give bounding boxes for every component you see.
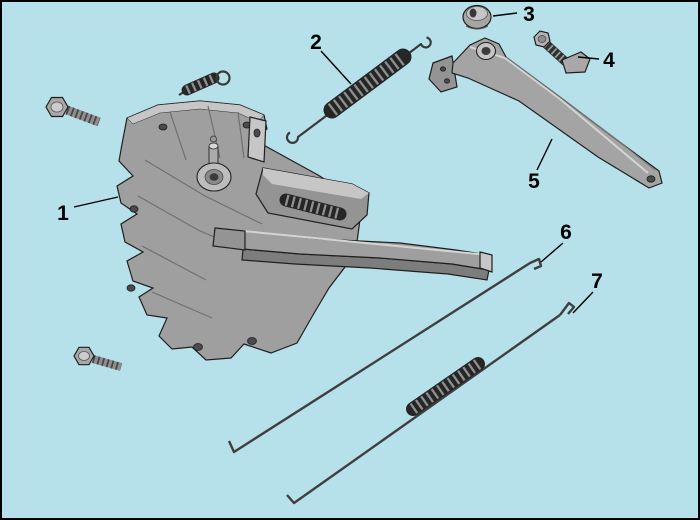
callout-number-1: 1 bbox=[57, 202, 69, 225]
part-6-link-rod bbox=[227, 257, 543, 454]
callout-3: 3 bbox=[492, 3, 535, 26]
bracket-block bbox=[255, 167, 370, 230]
callout-4: 4 bbox=[577, 49, 615, 72]
callout-number-4: 4 bbox=[603, 49, 615, 72]
part-4-shoulder-bolt bbox=[533, 30, 591, 74]
leader-line-5 bbox=[536, 138, 553, 171]
leader-line-7 bbox=[572, 291, 594, 314]
leader-line-1 bbox=[73, 196, 119, 208]
part-3-cap bbox=[462, 4, 492, 30]
callout-7: 7 bbox=[572, 270, 603, 314]
leader-line-6 bbox=[540, 242, 564, 263]
leader-line-2 bbox=[320, 50, 352, 85]
pivot-boss bbox=[196, 162, 232, 192]
part-2-extension-spring bbox=[285, 36, 432, 144]
callout-number-2: 2 bbox=[310, 31, 322, 54]
callout-number-6: 6 bbox=[560, 221, 572, 244]
callouts: 1 2 3 4 5 6 7 bbox=[57, 3, 615, 314]
callout-1: 1 bbox=[57, 196, 119, 225]
bracket-holes bbox=[126, 121, 257, 351]
callout-number-5: 5 bbox=[528, 170, 540, 193]
callout-number-7: 7 bbox=[591, 270, 603, 293]
part-7-spring-rod bbox=[286, 301, 576, 505]
small-spring bbox=[178, 70, 231, 96]
hex-bolt-top-left bbox=[45, 96, 101, 127]
leader-line-4 bbox=[577, 56, 600, 60]
channel-arm bbox=[212, 227, 493, 281]
part-5-control-arm bbox=[428, 37, 663, 189]
hex-bolt-bottom-left bbox=[73, 346, 123, 371]
callout-2: 2 bbox=[310, 31, 352, 85]
bracket-upright-strip bbox=[247, 116, 267, 163]
leader-line-3 bbox=[492, 12, 518, 17]
callout-5: 5 bbox=[528, 138, 553, 193]
callout-number-3: 3 bbox=[523, 3, 535, 26]
part-1-mounting-bracket-assembly bbox=[45, 70, 493, 371]
callout-6: 6 bbox=[540, 221, 572, 263]
